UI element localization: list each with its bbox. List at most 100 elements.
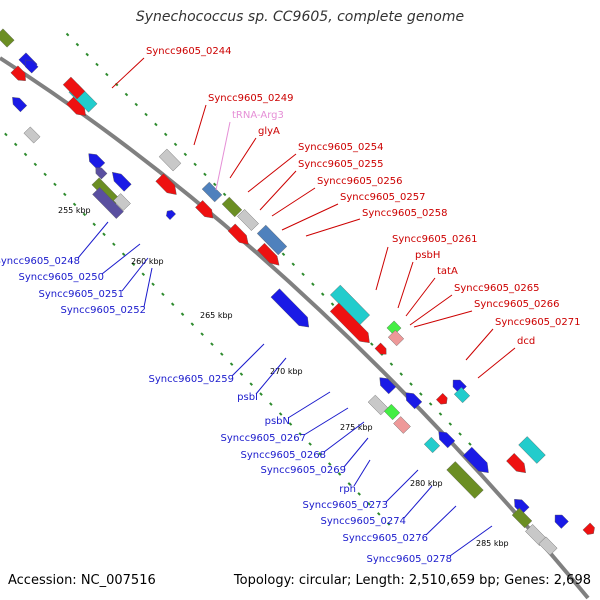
forward-gene-label[interactable]: tatA: [437, 266, 458, 277]
forward-gene-label[interactable]: glyA: [258, 126, 280, 137]
tick-mark-outer: [330, 302, 335, 306]
tick-mark-inner: [239, 372, 244, 376]
tick-mark-outer: [154, 122, 158, 127]
reverse-gene-label-leader: [287, 391, 331, 419]
reverse-gene-label[interactable]: Syncc9605_0278: [367, 554, 453, 565]
reverse-gene-label-leader: [303, 407, 349, 436]
tick-mark-outer: [105, 72, 109, 77]
reverse-gene-label-leader: [403, 485, 433, 519]
reverse-gene-label[interactable]: Syncc9605_0250: [19, 272, 105, 283]
tick-mark-inner: [190, 322, 195, 326]
gene-red-5: [227, 223, 249, 245]
reverse-gene-label[interactable]: psbI: [237, 392, 258, 403]
gene-grey-5: [367, 394, 389, 416]
reverse-gene-label-leader: [77, 221, 109, 259]
tick-mark-inner: [337, 472, 342, 476]
reverse-gene-label[interactable]: Syncc9605_0274: [321, 516, 407, 527]
reverse-gene-label[interactable]: psbN: [265, 416, 290, 427]
tick-mark-outer: [85, 52, 89, 57]
tick-mark-inner: [112, 242, 116, 247]
gene-red-10: [506, 453, 526, 474]
reverse-gene-label-leader: [121, 257, 149, 292]
forward-gene-label[interactable]: Syncc9605_0257: [340, 192, 426, 203]
gene-purple-1: [95, 167, 108, 180]
kbp-label: 260 kbp: [131, 257, 164, 266]
tick-mark-outer: [281, 252, 286, 257]
reverse-gene-label[interactable]: Syncc9605_0259: [149, 374, 235, 385]
gene-blue-4: [112, 171, 132, 192]
tick-mark-inner: [161, 292, 165, 296]
forward-gene-label[interactable]: Syncc9605_0255: [298, 159, 384, 170]
forward-gene-label[interactable]: Syncc9605_0271: [495, 317, 581, 328]
reverse-gene-label[interactable]: Syncc9605_0276: [343, 533, 429, 544]
tick-mark-inner: [347, 482, 352, 486]
gene-steel-1: [201, 181, 223, 203]
tick-mark-outer: [399, 372, 403, 376]
tick-mark-inner: [102, 232, 106, 237]
forward-gene-label[interactable]: Syncc9605_0254: [298, 142, 384, 153]
gene-blue-10: [438, 431, 456, 449]
gene-olive-2: [221, 196, 243, 218]
reverse-gene-label-leader: [143, 267, 153, 308]
forward-gene-label[interactable]: Syncc9605_0249: [208, 93, 294, 104]
tick-mark-inner: [121, 252, 126, 257]
tick-mark-inner: [269, 402, 273, 406]
reverse-gene-label-leader: [449, 525, 493, 557]
gene-red-2: [62, 76, 86, 100]
tick-mark-outer: [311, 282, 315, 286]
reverse-gene-label[interactable]: Syncc9605_0273: [303, 500, 389, 511]
gene-cyan-4: [423, 436, 441, 454]
reverse-gene-label[interactable]: Syncc9605_0269: [261, 465, 347, 476]
tick-mark-inner: [200, 332, 204, 336]
gene-blue-13: [554, 514, 569, 529]
gene-purple-2: [92, 187, 124, 219]
reverse-gene-label[interactable]: Syncc9605_0268: [241, 450, 327, 461]
tick-mark-outer: [291, 262, 296, 267]
gene-blue-1: [24, 59, 39, 74]
forward-gene-label[interactable]: Syncc9605_0266: [474, 299, 560, 310]
tick-mark-inner: [141, 272, 146, 277]
gene-blue-8: [405, 392, 423, 410]
tick-mark-inner: [92, 222, 96, 227]
gene-lime-2: [383, 403, 401, 421]
gene-cyan-3: [453, 386, 471, 404]
tick-mark-outer: [213, 182, 217, 187]
forward-gene-label[interactable]: psbH: [415, 250, 440, 261]
tick-mark-outer: [419, 392, 423, 396]
reverse-gene-label[interactable]: Syncc9605_0251: [39, 289, 125, 300]
forward-gene-label[interactable]: dcd: [517, 336, 535, 347]
tick-mark-inner: [288, 422, 293, 426]
tick-mark-inner: [33, 162, 38, 167]
reverse-gene-label[interactable]: rph: [339, 484, 356, 495]
tick-mark-outer: [173, 142, 178, 147]
tick-mark-inner: [63, 192, 67, 197]
forward-gene-label-leader: [271, 187, 316, 217]
forward-gene-label[interactable]: tRNA-Arg3: [232, 110, 284, 121]
forward-gene-label[interactable]: Syncc9605_0258: [362, 208, 448, 219]
gene-red-6: [257, 242, 280, 266]
reverse-gene-label[interactable]: Syncc9605_0267: [221, 433, 307, 444]
tick-mark-inner: [72, 202, 77, 207]
reverse-gene-label-leader: [425, 505, 457, 536]
reverse-gene-label[interactable]: Syncc9605_0252: [61, 305, 147, 316]
tick-mark-inner: [210, 342, 214, 346]
forward-gene-label[interactable]: Syncc9605_0261: [392, 234, 478, 245]
tick-mark-outer: [124, 92, 129, 97]
forward-gene-label-leader: [405, 277, 436, 317]
forward-gene-label[interactable]: Syncc9605_0265: [454, 283, 540, 294]
tick-mark-inner: [13, 142, 18, 147]
tick-mark-outer: [95, 62, 99, 67]
tick-mark-outer: [448, 422, 453, 426]
tick-mark-outer: [438, 412, 443, 416]
accession-text: Accession: NC_007516: [8, 573, 156, 588]
tick-mark-inner: [367, 502, 371, 506]
tick-mark-outer: [458, 432, 462, 436]
forward-gene-label-leader: [193, 104, 207, 146]
gene-olive-0: [0, 28, 15, 48]
forward-gene-label[interactable]: Syncc9605_0244: [146, 46, 232, 57]
forward-gene-label[interactable]: Syncc9605_0256: [317, 176, 403, 187]
reverse-gene-label[interactable]: Syncc9605_0248: [0, 256, 80, 267]
gene-steel-2: [256, 224, 288, 256]
tick-mark-inner: [298, 432, 303, 436]
